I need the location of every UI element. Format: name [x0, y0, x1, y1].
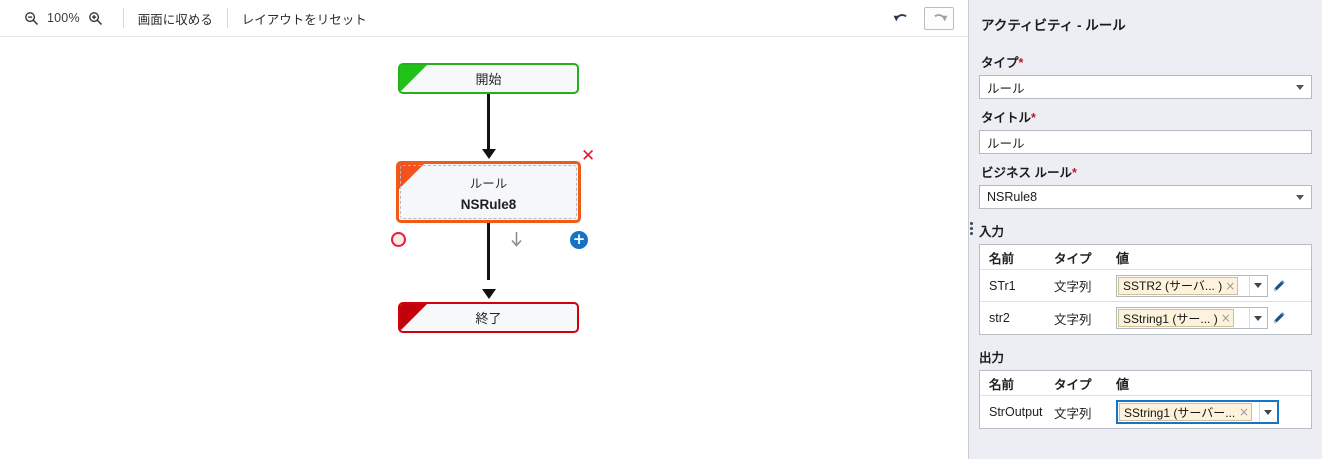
input-row-1-token-text: SString1 (サー... ) — [1123, 311, 1218, 326]
output-row-0-token-text: SString1 (サーバー... ) — [1124, 405, 1236, 420]
output-row-0-value-field[interactable]: SString1 (サーバー... ) × — [1116, 400, 1279, 424]
undo-icon[interactable] — [886, 7, 916, 30]
connector-start-to-rule-arrowhead — [481, 149, 496, 159]
remove-icon[interactable]: × — [1238, 405, 1249, 419]
input-row-0-value-field[interactable]: SSTR2 (サーバ... ) × — [1116, 274, 1268, 297]
title-field-label-text: タイトル — [981, 111, 1032, 125]
input-row-0-type: 文字列 — [1054, 280, 1092, 294]
type-dropdown-value: ルール — [987, 81, 1025, 96]
business-rule-field-label-text: ビジネス ルール — [981, 166, 1072, 180]
chevron-down-icon — [1296, 85, 1304, 90]
drag-handle-icon[interactable] — [970, 222, 974, 235]
column-header-type: タイプ — [1054, 251, 1092, 266]
toolbar-separator-2 — [226, 8, 228, 28]
input-parameters-table: 名前 タイプ 値 STr1 文字列 SSTR2 (サーバ... ) × — [979, 244, 1312, 335]
input-row-1-type: 文字列 — [1054, 312, 1092, 327]
close-icon[interactable]: ✕ — [581, 146, 596, 166]
output-row-0-name: StrOutput — [989, 405, 1043, 419]
zoom-out-icon[interactable] — [18, 5, 44, 31]
toolbar-separator-1 — [122, 8, 124, 28]
title-field-required-marker: * — [1031, 111, 1036, 125]
input-section-header: 入力 — [970, 221, 1312, 240]
remove-icon[interactable]: × — [1225, 278, 1236, 293]
end-node-accent-corner — [400, 304, 427, 331]
type-field-label-text: タイプ — [981, 56, 1019, 70]
reset-layout-button[interactable]: レイアウトをリセット — [241, 12, 367, 27]
canvas-region: 100% 画面に収める レイアウトをリセット — [0, 0, 969, 459]
input-row-0-token: SSTR2 (サーバ... ) × — [1118, 276, 1239, 295]
canvas-toolbar: 100% 画面に収める レイアウトをリセット — [0, 0, 968, 37]
table-row: STr1 文字列 SSTR2 (サーバ... ) × — [980, 270, 1311, 302]
remove-icon[interactable]: × — [1220, 311, 1231, 325]
fit-to-screen-button[interactable]: 画面に収める — [137, 12, 213, 27]
redo-icon[interactable] — [924, 7, 954, 30]
business-rule-dropdown[interactable]: NSRule8 — [979, 185, 1312, 209]
add-icon[interactable]: + — [570, 231, 588, 249]
input-row-1-value-field[interactable]: SString1 (サー... ) × — [1116, 307, 1268, 329]
input-row-0-value-cell: SSTR2 (サーバ... ) × — [1116, 274, 1311, 297]
rule-node-type-label: ルール — [469, 176, 508, 191]
business-rule-field-label: ビジネス ルール* — [981, 162, 1312, 181]
panel-title: アクティビティ - ルール — [981, 18, 1126, 33]
type-field-label: タイプ* — [981, 52, 1312, 71]
column-header-value: 値 — [1116, 250, 1130, 266]
pencil-icon[interactable] — [1268, 311, 1290, 325]
input-row-1-name: str2 — [989, 311, 1010, 325]
column-header-type: タイプ — [1054, 377, 1092, 392]
title-input-value: ルール — [987, 136, 1025, 151]
output-section-header: 出力 — [979, 347, 1312, 366]
title-input[interactable]: ルール — [979, 130, 1312, 154]
input-row-1-value-cell: SString1 (サー... ) × — [1116, 307, 1311, 329]
column-header-name: 名前 — [989, 377, 1015, 392]
output-row-0-type: 文字列 — [1054, 406, 1092, 421]
table-header-row: 名前 タイプ 値 — [980, 245, 1311, 270]
rule-node[interactable]: ルール NSRule8 — [396, 161, 581, 223]
input-row-0-name: STr1 — [989, 278, 1016, 293]
start-node-accent-corner — [400, 65, 427, 92]
output-row-0-token: SString1 (サーバー... ) × — [1119, 403, 1252, 421]
rule-node-name-label: NSRule8 — [460, 196, 517, 212]
column-header-name: 名前 — [989, 251, 1015, 266]
connector-rule-to-end — [487, 223, 490, 280]
output-parameters-table: 名前 タイプ 値 StrOutput 文字列 SString1 (サーバー...… — [979, 370, 1312, 429]
properties-panel: アクティビティ - ルール タイプ* ルール タイトル* ルール ビジネス ルー… — [969, 0, 1322, 459]
output-section-title: 出力 — [979, 351, 1005, 365]
rule-node-accent-corner — [399, 164, 424, 189]
workflow-diagram[interactable]: 開始 ルール NSRule8 ✕ + — [0, 37, 968, 459]
input-row-1-token: SString1 (サー... ) × — [1118, 309, 1234, 327]
chevron-down-icon — [1296, 195, 1304, 200]
chevron-down-icon[interactable] — [1259, 402, 1276, 422]
table-row: StrOutput 文字列 SString1 (サーバー... ) × — [980, 396, 1311, 428]
output-row-0-value-cell: SString1 (サーバー... ) × — [1116, 400, 1311, 424]
connector-start-to-rule — [487, 94, 490, 151]
type-field-required-marker: * — [1018, 56, 1024, 70]
pencil-icon[interactable] — [1268, 279, 1290, 293]
chevron-down-icon[interactable] — [1249, 308, 1266, 328]
zoom-level-label: 100% — [47, 11, 80, 25]
column-header-value: 値 — [1116, 376, 1130, 392]
table-header-row: 名前 タイプ 値 — [980, 371, 1311, 396]
arrow-down-icon[interactable] — [508, 231, 525, 249]
table-row: str2 文字列 SString1 (サー... ) × — [980, 302, 1311, 334]
start-node[interactable]: 開始 — [398, 63, 579, 94]
start-node-label: 開始 — [475, 72, 502, 87]
chevron-down-icon[interactable] — [1249, 275, 1266, 296]
zoom-controls: 100% — [18, 0, 109, 36]
input-row-0-token-text: SSTR2 (サーバ... ) — [1123, 279, 1223, 293]
input-section-title: 入力 — [979, 225, 1005, 239]
title-field-label: タイトル* — [981, 107, 1312, 126]
end-node[interactable]: 終了 — [398, 302, 579, 333]
business-rule-field-required-marker: * — [1071, 166, 1077, 180]
end-node-label: 終了 — [475, 311, 502, 326]
connector-rule-to-end-arrowhead — [481, 289, 496, 299]
type-dropdown[interactable]: ルール — [979, 75, 1312, 99]
business-rule-dropdown-value: NSRule8 — [987, 190, 1038, 204]
connector-circle-icon[interactable] — [391, 232, 406, 247]
zoom-in-icon[interactable] — [83, 5, 109, 31]
history-controls — [886, 0, 954, 37]
